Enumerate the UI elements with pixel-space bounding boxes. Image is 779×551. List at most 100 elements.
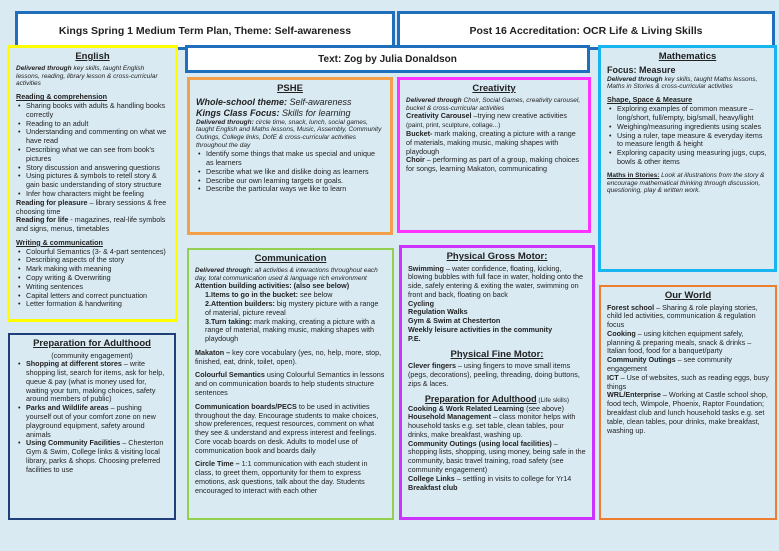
text-run: Delivered through: <box>195 266 255 274</box>
text-run: Capital letters and correct punctuation <box>26 290 148 300</box>
paragraph: Maths in Stories: Look at illustrations … <box>607 172 768 196</box>
text-run: Bucket- <box>406 129 433 139</box>
paragraph: Physical Fine Motor: <box>408 349 586 361</box>
text-run: Regulation Walks <box>408 307 468 317</box>
text-run: Describe the particular ways we like to … <box>206 184 347 194</box>
paragraph: Community Outings (using local facilitie… <box>408 439 586 475</box>
text-run: Communication boards/PECS <box>195 401 297 411</box>
text-run: key skills, taught Maths lessons, Maths … <box>607 75 758 91</box>
text-run: Using a ruler, tape measure & everyday i… <box>617 130 763 149</box>
text-run: using Colourful Semantics in lessons and… <box>195 370 385 398</box>
pshe-title: PSHE <box>277 83 303 94</box>
text-run: – Sharing & role playing stories, child … <box>607 302 758 330</box>
text-run: Makaton – <box>195 347 231 357</box>
text-run: Delivered through: <box>196 118 256 126</box>
paragraph: Creativity Carousel –trying new creative… <box>406 112 582 130</box>
bullet-item: Using a ruler, tape measure & everyday i… <box>607 130 768 150</box>
bullet-item: Describe what we like and dislike doing … <box>196 166 384 177</box>
text-run: – Use of websites, such as reading eggs,… <box>607 372 769 391</box>
text-run: Exploring capacity using measuring jugs,… <box>617 148 767 166</box>
prep_left-title: Preparation for Adulthood <box>33 338 151 349</box>
text-run: – class monitor helps with household tas… <box>408 412 576 439</box>
text-run: Describing aspects of the story <box>26 255 125 265</box>
text-run: College Links <box>408 473 455 483</box>
paragraph: Delivered through Choir, Social Games, c… <box>406 97 582 113</box>
paragraph: WRL/Enterprise – Working at Castle schoo… <box>607 390 769 435</box>
text-run: – performing as part of a group, making … <box>406 155 579 174</box>
bullet-item: Weighing/measuring ingredients using sca… <box>607 121 768 132</box>
paragraph: Weekly leisure activities in the communi… <box>408 325 586 335</box>
paragraph: ICT – Use of websites, such as reading e… <box>607 372 769 392</box>
paragraph: 3.Turn taking: mark making, creating a p… <box>195 316 386 344</box>
paragraph: 1.Items to go in the bucket: see below <box>195 290 386 300</box>
text-run: Describing what we can see from book's p… <box>26 145 155 163</box>
section-heading: Writing & communication <box>16 238 169 248</box>
bullet-item: Copy writing & Overwriting <box>16 273 169 283</box>
paragraph: Cycling <box>408 299 586 309</box>
paragraph: Delivered through: circle time, snack, l… <box>196 119 384 151</box>
text-run: key skills, taught English lessons, read… <box>16 64 158 88</box>
text-run: – write shopping list, search for items,… <box>26 359 165 404</box>
text-run: key core vocabulary (yes, no, help, more… <box>195 347 382 366</box>
paragraph: Swimming – water confidence, floating, k… <box>408 263 586 300</box>
text-run: Cooking & Work Related Learning <box>408 403 525 413</box>
text-run: (see above) <box>524 403 565 413</box>
text-run: Describe our own learning targets or goa… <box>206 175 344 185</box>
text-run: Understanding and commenting on what we … <box>26 127 167 146</box>
bullet-item: Story discussion and answering questions <box>16 163 169 173</box>
paragraph: Delivered through: all activities & inte… <box>195 267 386 283</box>
text-run: Whole-school theme: <box>196 96 290 107</box>
text-run: – see community engagement <box>607 355 733 374</box>
text-run: Exploring examples of common measure – l… <box>617 104 754 122</box>
text-run: Physical Fine Motor: <box>450 348 544 360</box>
text-run: P.E. <box>408 333 421 343</box>
paragraph: Reading for life - magazines, real-life … <box>16 215 169 234</box>
paragraph: Reading for pleasure – library sessions … <box>16 197 169 217</box>
text-run: – Chesterton Gym & Swim, College links &… <box>26 438 164 474</box>
text-run: – water confidence, floating, kicking, b… <box>408 263 584 299</box>
text-run: Look at illustrations from the story & e… <box>607 171 765 195</box>
text-run: Describe what we like and dislike doing … <box>206 166 369 176</box>
maths-title: Mathematics <box>658 51 717 62</box>
text-run: Reading for life <box>16 215 69 225</box>
text-run: Swimming <box>408 263 444 273</box>
text-run: Clever fingers <box>408 361 456 371</box>
text-run: Community Outings <box>607 355 676 365</box>
text-run: Preparation for Adulthood <box>424 393 537 404</box>
text-run: Choir <box>406 155 425 165</box>
text-run: 3.Turn taking: <box>205 316 252 326</box>
text-run: Colourful Semantics <box>195 370 265 380</box>
text-run: Reading for pleasure <box>16 197 88 207</box>
paragraph: Cooking & Work Related Learning (see abo… <box>408 403 586 414</box>
text-run: – library sessions & free choosing time <box>16 197 167 216</box>
bullet-item: Writing sentences <box>16 282 169 292</box>
text-run: all activities & interactions throughout… <box>195 266 378 282</box>
text-run: Sharing books with adults & handling boo… <box>26 101 166 119</box>
paragraph: Delivered through key skills, taught Mat… <box>607 76 768 92</box>
text-run: –trying new creative activities <box>471 111 568 121</box>
text-run: Infer how characters might be feeling <box>26 188 144 198</box>
paragraph: Colourful Semantics using Colourful Sema… <box>195 371 386 397</box>
preparation-adulthood-community-panel: Preparation for Adulthood(community enga… <box>8 333 176 520</box>
text-run: (paint, print, sculpture, collage...) <box>406 122 501 130</box>
paragraph: Bucket- mark making, creating a picture … <box>406 129 582 156</box>
paragraph: Delivered through key skills, taught Eng… <box>16 65 169 89</box>
paragraph: Community Outings – see community engage… <box>607 355 769 374</box>
bullet-item: Reading to an adult <box>16 119 169 129</box>
paragraph: College Links – settling in visits to co… <box>408 473 586 484</box>
bullet-item: Describe our own learning targets or goa… <box>196 175 384 186</box>
physical-panel: Physical Gross Motor:Swimming – water co… <box>399 245 595 520</box>
physical-title: Physical Gross Motor: <box>446 251 548 262</box>
paragraph: Choir – performing as part of a group, m… <box>406 156 582 174</box>
paragraph: Clever fingers – using fingers to move s… <box>408 361 586 388</box>
bullet-item: Exploring capacity using measuring jugs,… <box>607 148 768 167</box>
text-run: Identify some things that make us specia… <box>206 149 376 167</box>
communication-title: Communication <box>254 253 327 264</box>
text-run: Weighing/measuring ingredients using sca… <box>617 121 762 131</box>
text-run: Kings Class Focus: <box>196 107 283 118</box>
bullet-item: Understanding and commenting on what we … <box>16 128 169 146</box>
world-title: Our World <box>664 290 712 301</box>
